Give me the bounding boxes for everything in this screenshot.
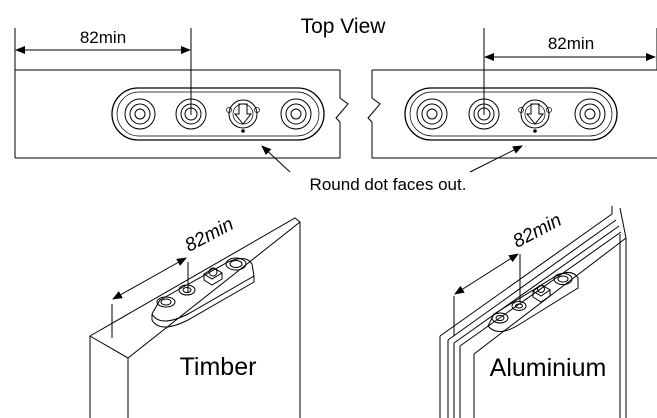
screw-hole-icon — [574, 98, 606, 130]
top-view-right-profile — [367, 69, 657, 159]
timber-label: Timber — [180, 353, 257, 381]
timber-hinge-plate — [151, 257, 255, 328]
adjuster-arrow-icon — [226, 99, 260, 133]
top-view-left-hinge-plate — [111, 87, 325, 141]
round-dot-marker — [533, 129, 537, 133]
screw-hole-icon — [416, 98, 448, 130]
adjuster-block-icon — [203, 267, 223, 286]
top-view-left-dimension-label: 82min — [80, 28, 126, 47]
timber-dimension-label: 82min — [182, 214, 238, 257]
adjuster-block-icon — [532, 284, 551, 303]
timber-door-drawing: 82min Timber — [89, 214, 301, 418]
round-dot-note: Round dot faces out. — [261, 145, 523, 194]
top-view-right-dimension: 82min — [483, 28, 657, 115]
adjuster-arrow-icon — [518, 99, 552, 133]
top-view-left-dimension: 82min — [14, 28, 192, 115]
aluminium-label: Aluminium — [490, 354, 607, 382]
top-view-right-dimension-label: 82min — [548, 34, 594, 53]
top-view-title: Top View — [301, 15, 387, 38]
top-view-right-hinge-plate — [404, 87, 618, 141]
round-dot-note-text: Round dot faces out. — [310, 175, 467, 194]
top-view-left-profile — [14, 69, 349, 159]
aluminium-hinge-plate — [487, 272, 579, 332]
round-dot-marker — [241, 129, 245, 133]
screw-hole-icon — [124, 98, 156, 130]
aluminium-dimension-label: 82min — [510, 210, 566, 253]
pivot-hole-icon — [468, 98, 500, 130]
aluminium-door-drawing: 82min Aluminium — [439, 206, 627, 418]
screw-hole-icon — [280, 98, 312, 130]
pivot-hole-icon — [175, 98, 207, 130]
